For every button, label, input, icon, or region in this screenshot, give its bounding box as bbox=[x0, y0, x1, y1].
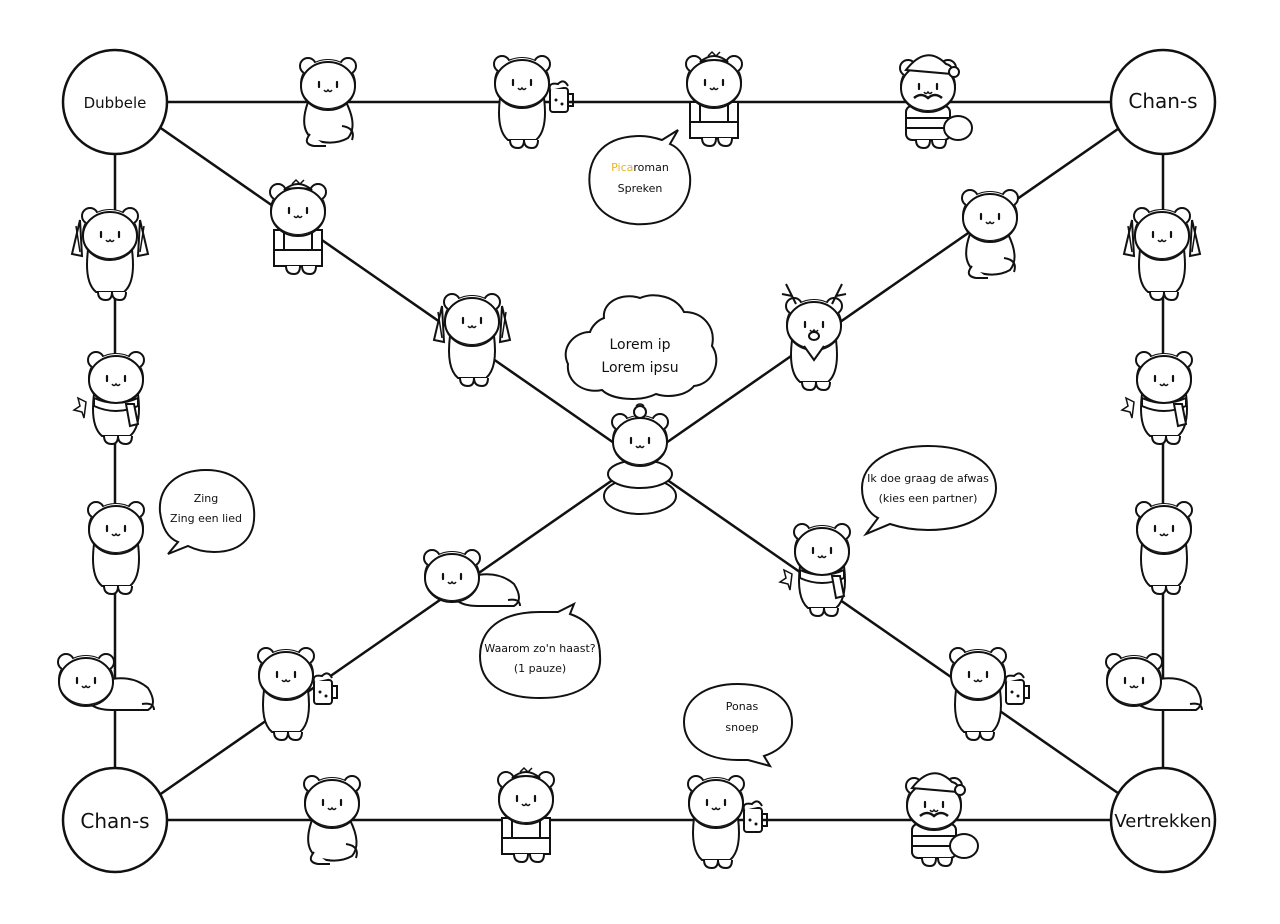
bubble-snoep-line2: snoep bbox=[725, 721, 758, 734]
bubble-zing-line1: Zing bbox=[194, 492, 219, 505]
corner-label-bottom-right: Vertrekken bbox=[1114, 811, 1211, 832]
speech-bubble-haast: Waarom zo'n haast? (1 pauze) bbox=[478, 601, 602, 700]
bear-scarf-icon[interactable] bbox=[1122, 352, 1192, 444]
corner-label-top-right: Chan-s bbox=[1128, 89, 1197, 113]
speech-bubble-snoep: Ponas snoep bbox=[682, 682, 794, 768]
corner-bottom-right[interactable]: Vertrekken bbox=[1109, 766, 1217, 874]
bubble-pica-rest: roman bbox=[633, 161, 668, 174]
bear-fans-icon[interactable] bbox=[1124, 208, 1200, 300]
corner-circle bbox=[1109, 766, 1217, 874]
cloud-line1: Lorem ip bbox=[609, 337, 670, 353]
bear-overalls-icon[interactable] bbox=[498, 768, 554, 862]
corner-label-top-left: Dubbele bbox=[84, 94, 147, 112]
corner-circle bbox=[61, 48, 169, 156]
corner-top-left[interactable]: Dubbele bbox=[61, 48, 169, 156]
bear-beer-icon[interactable] bbox=[258, 648, 337, 740]
bubble-afwas-line2: (kies een partner) bbox=[879, 492, 978, 505]
bear-overalls-icon[interactable] bbox=[270, 180, 326, 274]
bear-fans-icon[interactable] bbox=[72, 208, 148, 300]
bear-beer-icon[interactable] bbox=[688, 776, 767, 868]
corner-bottom-left[interactable]: Chan-s bbox=[61, 766, 169, 874]
bubble-zing-line2: Zing een lied bbox=[170, 512, 242, 525]
bear-scarf-icon[interactable] bbox=[780, 524, 850, 616]
bubble-haast-line1: Waarom zo'n haast? bbox=[484, 642, 595, 655]
bear-sitting-icon[interactable] bbox=[304, 776, 360, 864]
bear-standing-icon[interactable] bbox=[88, 502, 144, 594]
bear-lying-icon[interactable] bbox=[58, 654, 154, 710]
bear-sitting-icon[interactable] bbox=[300, 58, 356, 146]
bear-beer-icon[interactable] bbox=[950, 648, 1029, 740]
bubble-pica-line1: Picaroman bbox=[611, 161, 669, 174]
bear-reindeer-icon[interactable] bbox=[782, 284, 846, 390]
bubble-pica-line2: Spreken bbox=[618, 182, 663, 195]
corner-circle bbox=[1109, 48, 1217, 156]
bubble-haast-line2: (1 pauze) bbox=[514, 662, 566, 675]
bear-lying-icon[interactable] bbox=[1106, 654, 1202, 710]
corner-circle bbox=[61, 766, 169, 874]
bubble-afwas-line1: Ik doe graag de afwas bbox=[867, 472, 989, 485]
bear-standing-icon[interactable] bbox=[1136, 502, 1192, 594]
speech-bubble-pica: Picaroman Spreken bbox=[588, 129, 692, 226]
bubble-pica-accent: Pica bbox=[611, 161, 633, 174]
bear-lying-icon[interactable] bbox=[424, 550, 520, 606]
bubble-snoep-line1: Ponas bbox=[726, 700, 759, 713]
thought-cloud: Lorem ip Lorem ipsu bbox=[564, 294, 718, 400]
bear-fans-icon[interactable] bbox=[434, 294, 510, 386]
bear-sitting-icon[interactable] bbox=[962, 190, 1018, 278]
corner-label-bottom-left: Chan-s bbox=[80, 809, 149, 833]
corner-top-right[interactable]: Chan-s bbox=[1109, 48, 1217, 156]
bear-beer-icon[interactable] bbox=[494, 56, 573, 148]
cloud-line2: Lorem ipsu bbox=[601, 360, 678, 376]
speech-bubble-zing: Zing Zing een lied bbox=[158, 468, 256, 555]
bear-overalls-icon[interactable] bbox=[686, 52, 742, 146]
speech-bubble-afwas: Ik doe graag de afwas (kies een partner) bbox=[860, 444, 998, 537]
bear-snowman-icon[interactable] bbox=[604, 404, 676, 514]
bear-scarf-icon[interactable] bbox=[74, 352, 144, 444]
